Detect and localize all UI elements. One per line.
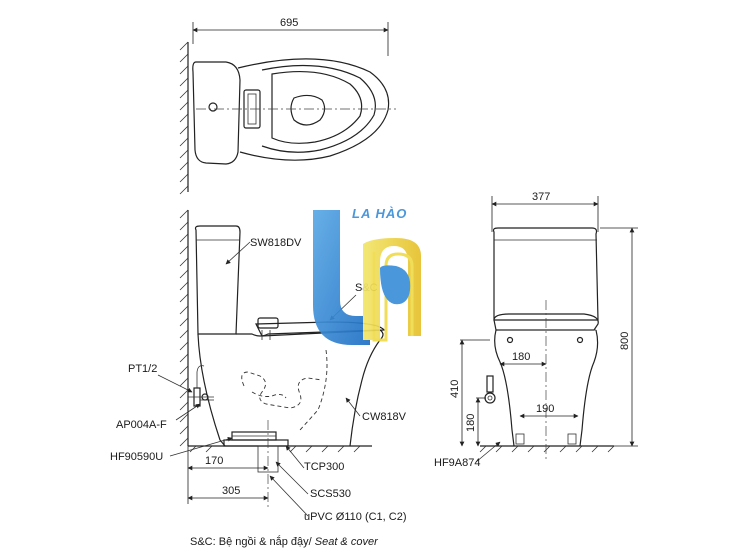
dim-mid-190: 190	[536, 403, 554, 415]
watermark-logo: LA HÀO	[313, 206, 421, 345]
label-seal: SCS530	[310, 488, 351, 500]
label-tank: SW818DV	[250, 237, 302, 249]
watermark-text: LA HÀO	[352, 206, 407, 221]
side-dimensions: 170 305	[187, 446, 269, 504]
label-hose: AP004A-F	[116, 419, 167, 431]
label-valve: PT1/2	[128, 363, 157, 375]
dim-floor-305: 305	[222, 485, 240, 497]
footnote: S&C: Bệ ngồi & nắp đậy/ Seat & cover	[190, 536, 378, 548]
label-pipe: TCP300	[304, 461, 344, 473]
dim-height-outlet: 410	[449, 380, 461, 398]
label-drain: uPVC Ø110 (C1, C2)	[304, 511, 407, 523]
label-bowl: CW818V	[362, 411, 407, 423]
dim-floor-170: 170	[205, 455, 223, 467]
front-elevation: 377 180 190	[434, 191, 638, 469]
top-view: 695	[179, 17, 396, 195]
logo-blue-drop	[380, 265, 411, 305]
dim-mid-180: 180	[512, 351, 530, 363]
dim-top-width: 695	[280, 17, 298, 29]
dim-side-width: 377	[532, 191, 550, 203]
dim-height-low: 180	[465, 414, 477, 432]
logo-yellow-arcs	[363, 238, 421, 340]
footnote-english: Seat & cover	[314, 536, 378, 548]
footnote-prefix: S&C: Bệ ngồi & nắp đậy/	[190, 536, 315, 548]
logo-blue-l	[313, 210, 370, 345]
label-flange: HF90590U	[110, 451, 163, 463]
label-side-flange: HF9A874	[434, 457, 480, 469]
part-labels-left: SW818DV S&C PT1/2 AP004A-F HF90590U CW81…	[110, 237, 407, 523]
dim-height-total: 800	[619, 332, 631, 350]
